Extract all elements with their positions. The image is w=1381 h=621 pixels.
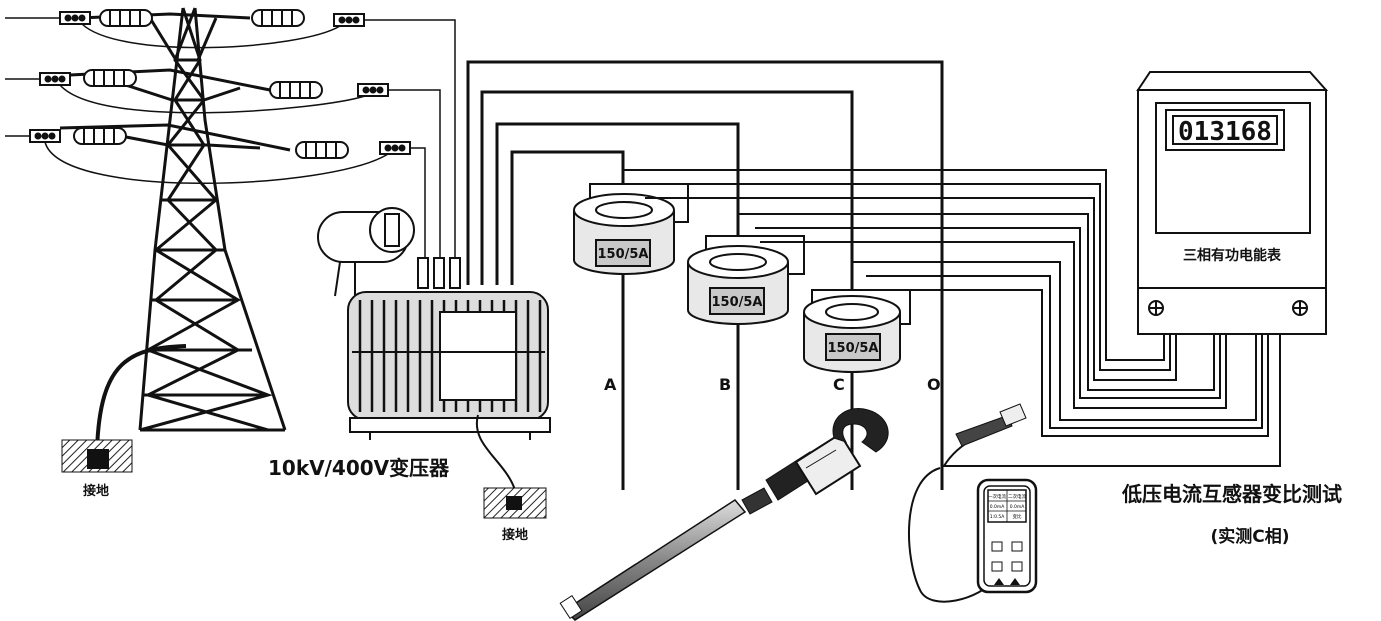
ratio-tester: 一次电流 二次电流 0.0mA 0.0mA 1:0.5A 变比 <box>908 403 1038 603</box>
tester-screen-text: 变比 <box>1013 513 1022 520</box>
ct-rating-label: 150/5A <box>712 295 763 310</box>
current-transformer-b: 150/5A <box>687 235 805 325</box>
phase-label-c: C <box>833 375 845 394</box>
tower-ground <box>61 344 187 473</box>
terminal-screw-icon <box>1148 300 1164 316</box>
energy-meter <box>1136 71 1329 335</box>
overhead-lines <box>5 17 456 265</box>
tester-screen-text: 一次电流 <box>988 493 1006 500</box>
tester-screen-text: 0.0mA <box>1010 504 1026 510</box>
tester-screen-text: 1:0.5A <box>990 514 1006 520</box>
clamp-probe <box>559 408 889 621</box>
meter-label: 三相有功电能表 <box>1183 247 1282 264</box>
current-transformer-a: 150/5A <box>573 183 689 275</box>
transformer <box>317 207 551 440</box>
ground-label: 接地 <box>83 483 109 499</box>
phase-label-o: O <box>927 375 941 394</box>
meter-reading: 013168 <box>1178 117 1272 147</box>
transformer-ground <box>475 414 547 519</box>
insulators <box>73 9 349 159</box>
line-clamps <box>29 11 411 155</box>
phase-label-b: B <box>719 375 731 394</box>
phase-labels: A B C O <box>604 375 941 394</box>
transmission-tower <box>59 7 291 432</box>
test-title: 低压电流互感器变比测试 <box>1121 482 1342 506</box>
tester-screen-text: 0.0mA <box>990 504 1006 510</box>
transformer-label: 10kV/400V变压器 <box>268 456 450 480</box>
terminal-screw-icon <box>1292 300 1308 316</box>
test-subtitle: (实测C相) <box>1210 526 1289 547</box>
ct-rating-label: 150/5A <box>828 341 879 356</box>
ct-rating-label: 150/5A <box>598 247 649 262</box>
ground-label: 接地 <box>502 527 528 543</box>
tester-screen-text: 二次电流 <box>1008 493 1026 500</box>
current-transformer-c: 150/5A <box>803 289 911 373</box>
phase-label-a: A <box>604 375 617 394</box>
secondary-wiring <box>623 169 1281 467</box>
